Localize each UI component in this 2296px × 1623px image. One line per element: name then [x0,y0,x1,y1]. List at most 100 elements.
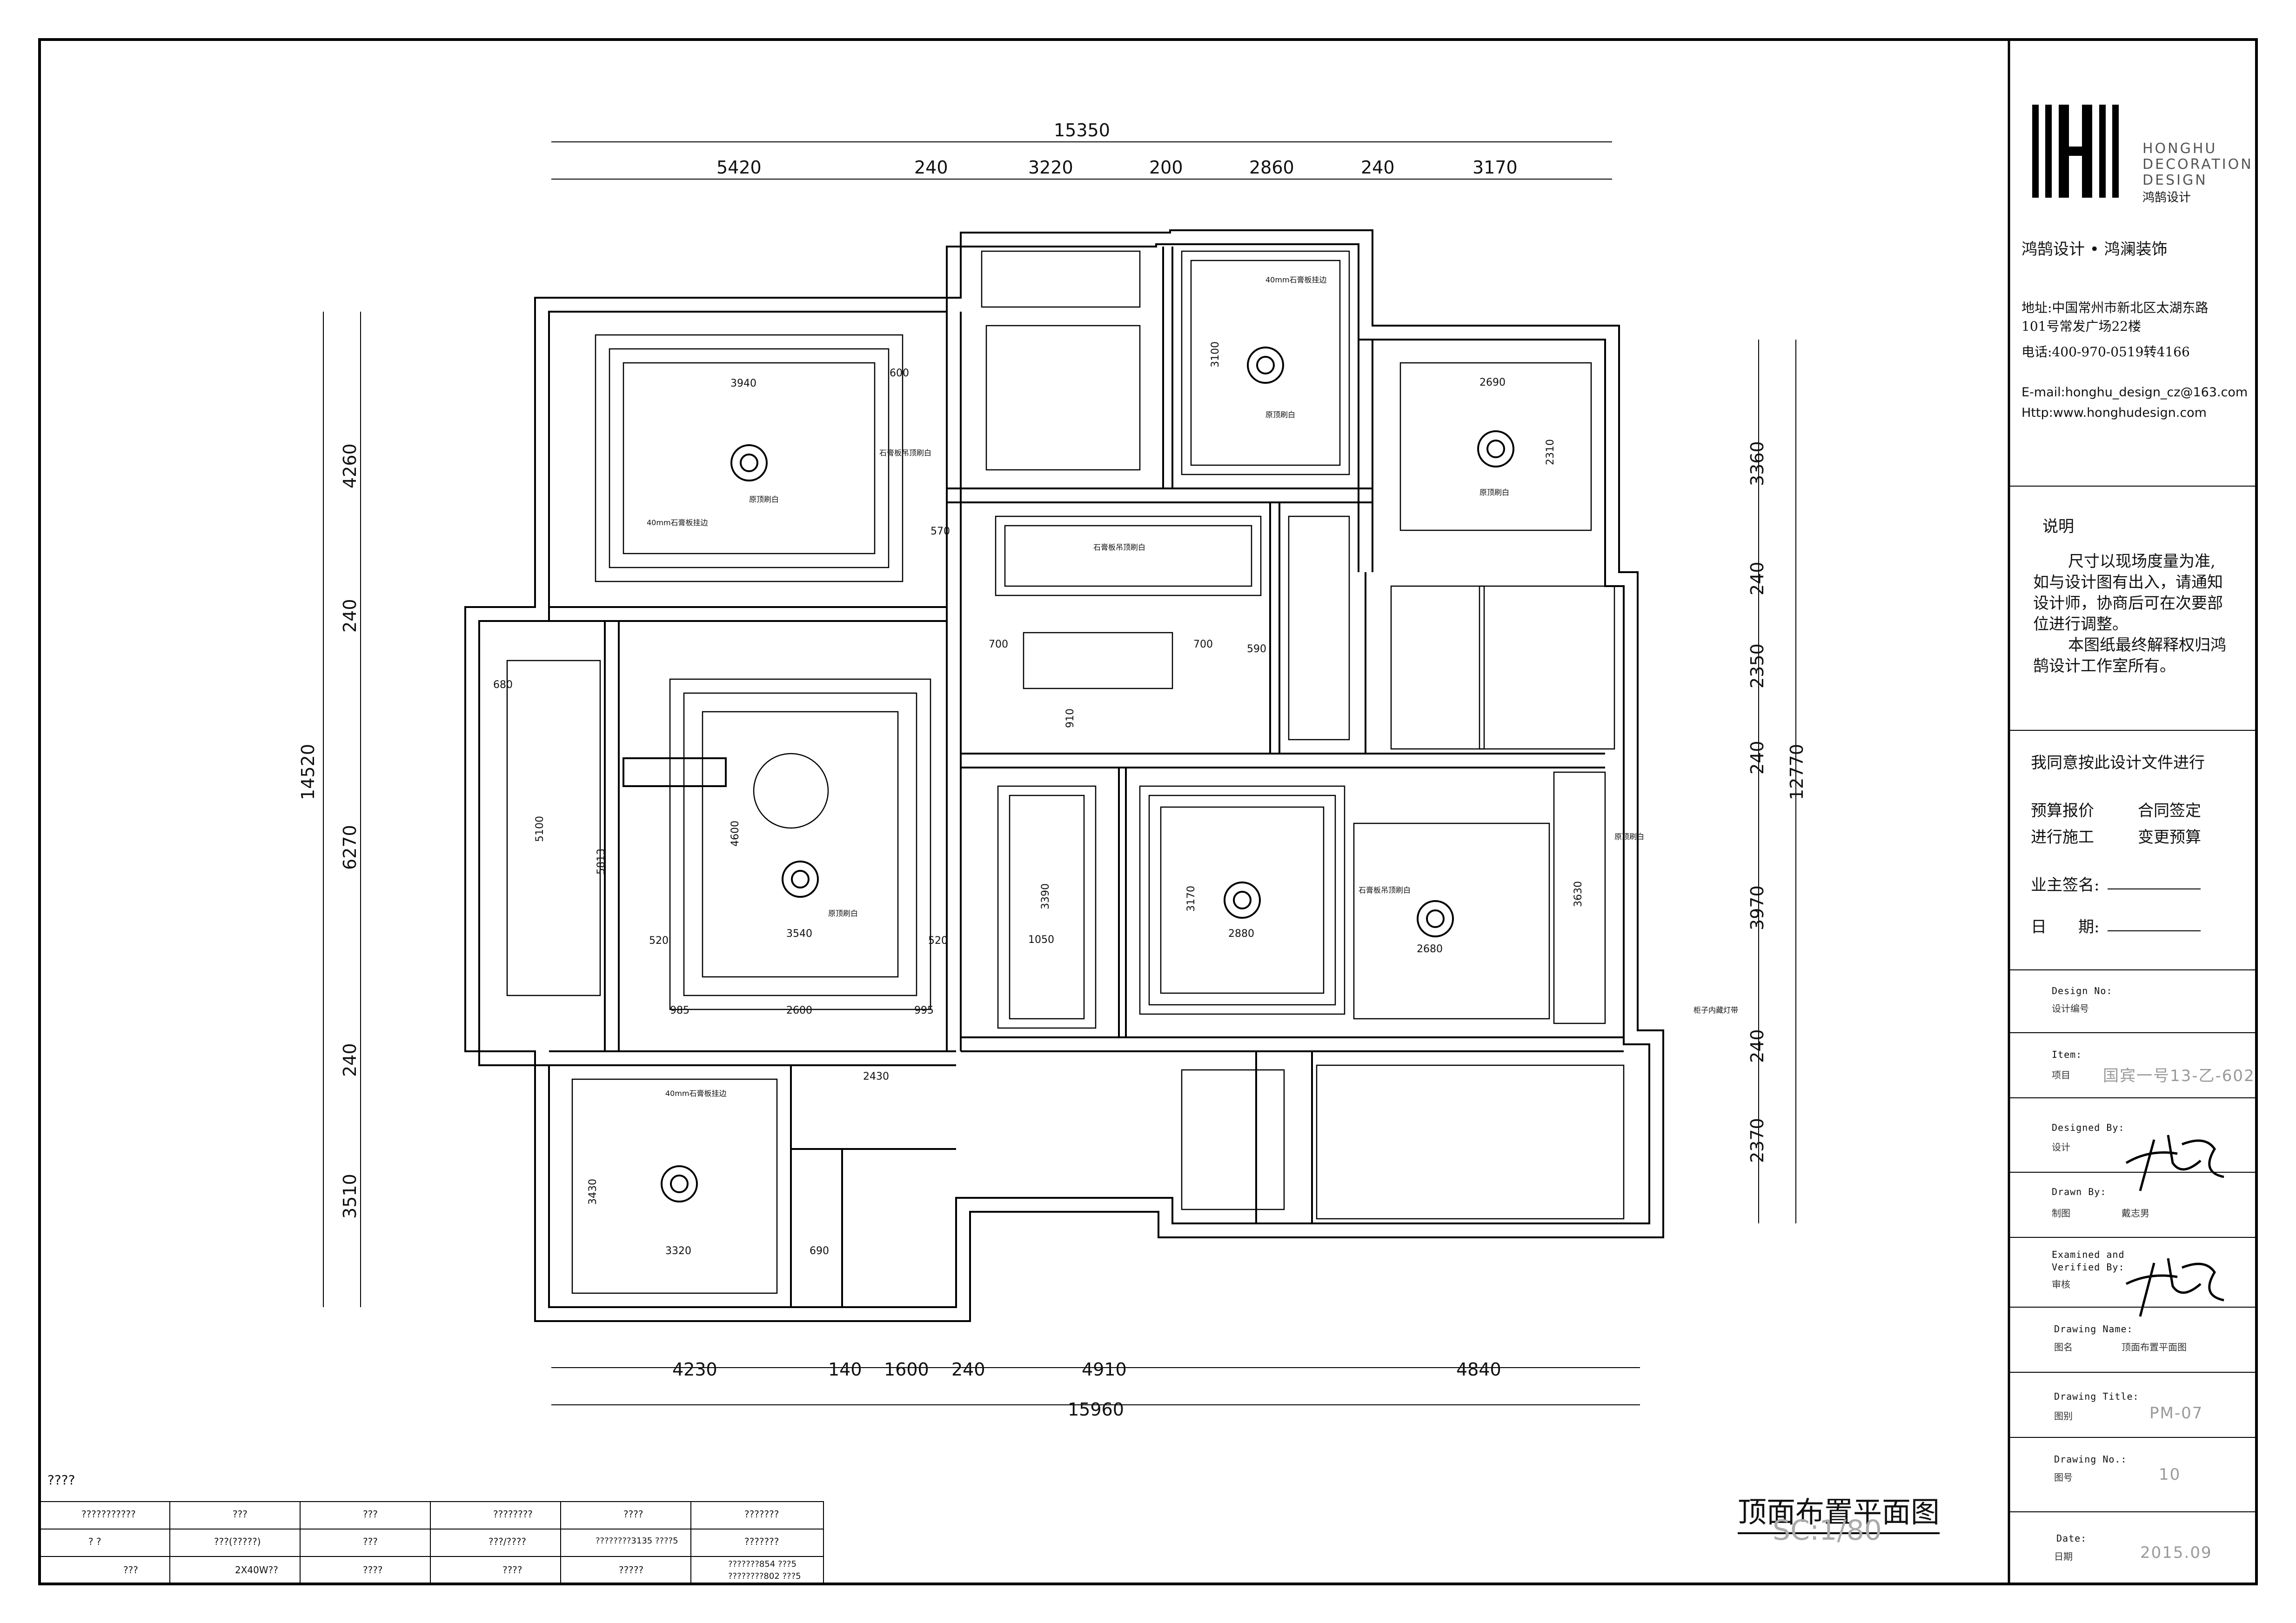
legend-cell: ??????? [744,1509,779,1520]
bottom-dim-4: 240 [951,1359,985,1380]
note-line-5: 本图纸最终解释权归鸿 [2068,636,2226,655]
inner-dim: 1050 [1028,934,1054,946]
company-name: 鸿鹄设计 • 鸿澜装饰 [2022,240,2168,259]
legend-cell: ??????? [744,1536,779,1547]
website: Http:www.honghudesign.com [2022,406,2207,420]
address-line-2: 101号常发广场22楼 [2022,319,2142,334]
approval-date-label: 日 期: [2031,918,2100,936]
examiner-signature [2125,1258,2224,1317]
drawn-by-value: 戴志男 [2122,1208,2149,1219]
room-label: 原顶刷白 [749,495,779,504]
right-dim-6: 240 [1747,1029,1767,1063]
room-label: 原顶刷白 [1614,832,1645,841]
right-dim-1: 3360 [1747,441,1767,486]
inner-dim: 700 [989,639,1008,650]
designer-signature [2125,1135,2224,1191]
room-label: 石膏板吊顶刷白 [1093,543,1146,552]
drawing-name-value: 顶面布置平面图 [2122,1342,2187,1353]
phone: 电话:400-970-0519转4166 [2022,344,2190,360]
date-label: Date: [2056,1533,2087,1544]
top-dim-5: 2860 [1249,157,1294,178]
drawing-name-sub: 图名 [2054,1342,2073,1353]
inner-dim: 995 [914,1005,934,1016]
inner-dim: 590 [1247,643,1266,655]
left-total-dim: 14520 [298,744,318,800]
legend-cell: ???? [363,1564,383,1576]
drawing-title: 顶面布置平面图 [1738,1489,1940,1534]
top-dim-3: 3220 [1028,157,1073,178]
drawing-scale: SC:1/80 [1773,1514,1882,1547]
logo-en-2: DECORATION [2142,156,2253,173]
notes-heading: 说明 [2042,517,2074,536]
inner-dim: 3170 [1185,886,1197,912]
note-line-6: 鹄设计工作室所有。 [2033,657,2176,675]
legend-cell: ???? [502,1564,522,1576]
legend-cell: ??? [233,1509,248,1520]
approval-item-1: 预算报价 [2031,801,2094,820]
inner-dim: 2430 [863,1071,889,1082]
left-dim-3: 6270 [340,825,360,870]
drawing-title-sub: 图别 [2054,1410,2073,1422]
inner-dim: 2880 [1228,928,1254,940]
inner-dim: 2600 [786,1005,812,1016]
inner-dim: 680 [493,679,513,691]
ceiling-recesses [506,250,1625,1294]
note-line-3: 设计师，协商后可在次要部 [2033,594,2223,613]
room-label: 柜子内藏灯带 [1694,1006,1739,1015]
inner-dim: 570 [930,526,950,537]
drawing-no-label: Drawing No.: [2054,1454,2127,1465]
email: E-mail:honghu_design_cz@163.com [2022,385,2248,400]
designed-by-label: Designed By: [2052,1122,2125,1133]
top-dim-6: 240 [1361,157,1395,178]
right-total-dim: 12770 [1787,744,1807,800]
legend-cell: 2X40W?? [235,1564,278,1576]
approval-heading: 我同意按此设计文件进行 [2031,754,2205,772]
dimension-lines [323,141,1796,1405]
inner-dim: 985 [670,1005,689,1016]
left-dim-2: 240 [340,599,360,633]
left-dim-1: 4260 [340,443,360,488]
inner-dim: 5100 [534,816,546,842]
drawing-title-label: Drawing Title: [2054,1391,2139,1402]
legend-cell: ???? [623,1509,643,1520]
legend-cell: ??? [363,1536,378,1547]
light-fixtures [661,347,1514,1202]
drawn-by-label: Drawn By: [2052,1186,2107,1197]
legend-note: ???? [47,1472,75,1488]
logo-en-1: HONGHU [2142,140,2217,157]
drawing-name-label: Drawing Name: [2054,1323,2133,1335]
bottom-dim-1: 4230 [672,1359,717,1380]
drawing-title-value: PM-07 [2149,1404,2203,1423]
bottom-dim-6: 4840 [1456,1359,1501,1380]
approval-item-3: 进行施工 [2031,828,2094,847]
room-label: 石膏板吊顶刷白 [879,448,932,457]
inner-dim: 3630 [1573,881,1584,907]
examined-label-2: Verified By: [2052,1262,2125,1273]
room-label: 原顶刷白 [828,909,858,918]
legend-cell: ????? [619,1564,644,1576]
legend-cell: ???????854 ???5 [728,1559,797,1569]
room-label: 石膏板吊顶刷白 [1359,886,1411,895]
bottom-total-dim: 15960 [1068,1399,1124,1420]
drawn-by-sub: 制图 [2052,1208,2070,1219]
address-line-1: 地址:中国常州市新北区太湖东路 [2022,300,2209,315]
right-dim-2: 240 [1747,561,1767,595]
inner-dim: 700 [1193,639,1213,650]
date-value: 2015.09 [2140,1543,2212,1562]
examined-label-1: Examined and [2052,1249,2125,1260]
inner-dim: 5813 [596,848,607,875]
design-no-sub: 设计编号 [2052,1003,2089,1014]
legend-cell: ???????? [493,1509,533,1520]
room-label: 40mm石膏板挂边 [1265,275,1327,284]
inner-dim: 3540 [786,928,812,940]
top-dim-2: 240 [914,157,948,178]
logo-mark [2032,105,2119,198]
room-label: 原顶刷白 [1479,488,1510,497]
note-line-2: 如与设计图有出入，请通知 [2033,573,2223,592]
room-label: 40mm石膏板挂边 [647,518,708,527]
legend-cell: ????????3135 ????5 [596,1536,678,1546]
inner-dim: 4600 [730,821,741,847]
legend-cell: ????????802 ???5 [728,1571,801,1581]
top-dim-1: 5420 [716,157,762,178]
